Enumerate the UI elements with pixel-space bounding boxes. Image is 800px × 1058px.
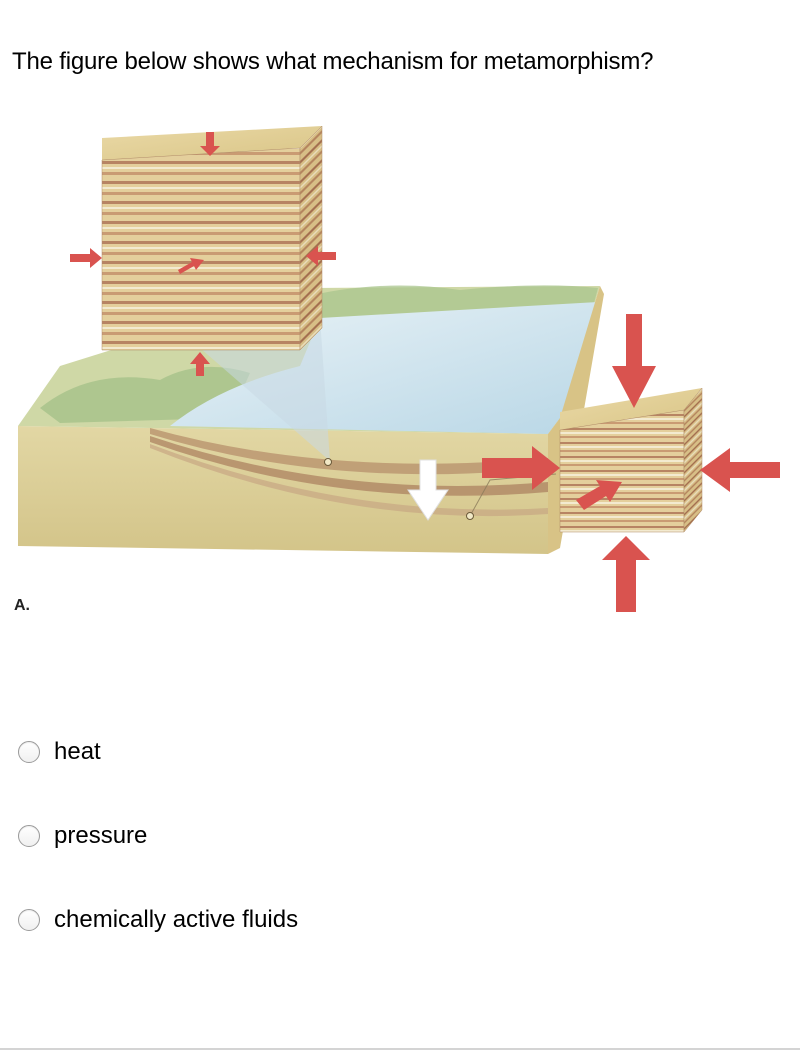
callout-wedge <box>200 318 330 461</box>
option-heat[interactable]: heat <box>18 735 101 769</box>
option-pressure[interactable]: pressure <box>18 819 147 853</box>
compression-arrow-icon <box>612 314 656 408</box>
option-chemically-active-fluids[interactable]: chemically active fluids <box>18 903 298 937</box>
burial-arrow-icon <box>407 459 449 521</box>
compression-arrow-icon <box>190 352 210 376</box>
callout-point <box>466 512 474 520</box>
compression-arrow-icon <box>306 246 336 266</box>
option-label: pressure <box>54 822 148 849</box>
radio-button[interactable] <box>18 909 40 931</box>
option-label: chemically active fluids <box>54 906 299 933</box>
layered-rock-block-icon <box>101 125 323 351</box>
question-text: The figure below shows what mechanism fo… <box>12 48 654 75</box>
sediment-layer <box>150 436 548 496</box>
shear-arrow-icon <box>178 258 204 274</box>
figure-panel-label: A. <box>14 597 30 614</box>
sediment-layer <box>150 444 548 517</box>
layered-rock-block-icon <box>559 387 703 533</box>
compression-arrow-icon <box>700 448 780 492</box>
divider <box>0 1048 800 1050</box>
option-label: heat <box>54 738 101 765</box>
metamorphism-figure: A. <box>0 118 800 618</box>
metamorphism-diagram: A. <box>14 125 780 614</box>
compression-arrow-icon <box>70 248 102 268</box>
compression-arrow-icon <box>482 446 560 490</box>
radio-button[interactable] <box>18 825 40 847</box>
radio-button[interactable] <box>18 741 40 763</box>
callout-point <box>324 458 332 466</box>
shear-arrow-icon <box>576 480 622 510</box>
compression-arrow-icon <box>602 536 650 612</box>
compression-arrow-icon <box>200 132 220 156</box>
